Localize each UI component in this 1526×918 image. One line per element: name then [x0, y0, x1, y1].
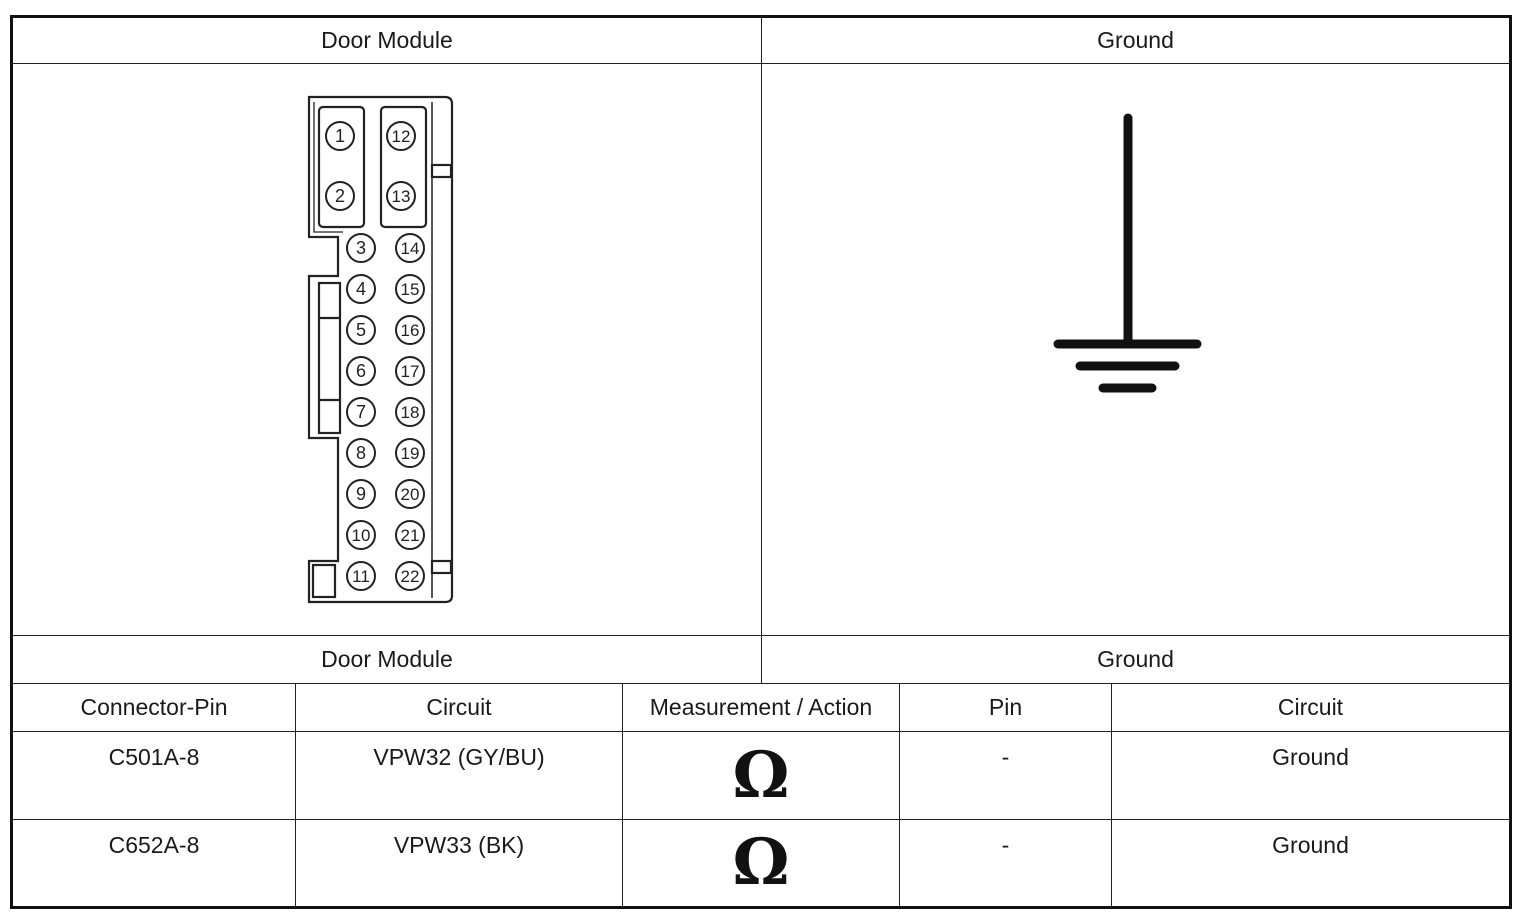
connector-pins-right: 12 13 14 15 16 17 18 19 20 21 22 [386, 121, 425, 591]
pin-circle-1 [325, 121, 355, 151]
pin-label-16: 16 [401, 321, 420, 340]
pin-circle-19 [395, 438, 425, 468]
pin-circle-20 [395, 479, 425, 509]
door-module-group-header: Door Module [321, 646, 453, 672]
pin-circle-8 [346, 438, 376, 468]
row-1-ohm-icon: Ω [623, 732, 899, 819]
ohm-icon: Ω [732, 825, 790, 900]
pin-circle-15 [395, 274, 425, 304]
column-header-pin: Pin [988, 694, 1023, 720]
pin-label-5: 5 [356, 320, 366, 340]
pin-label-8: 8 [356, 443, 366, 463]
pin-label-17: 17 [401, 362, 420, 381]
pin-circle-3 [346, 233, 376, 263]
ground-icon [1053, 113, 1202, 393]
pin-label-22: 22 [401, 567, 420, 586]
pin-label-10: 10 [352, 526, 371, 545]
ground-group-header: Ground [1097, 646, 1174, 672]
divider [13, 731, 1509, 732]
pin-circle-12 [386, 121, 416, 151]
column-header-ground-circuit: Circuit [1277, 694, 1344, 720]
pin-circle-5 [346, 315, 376, 345]
row-2-ohm-icon: Ω [623, 820, 899, 906]
pin-circle-13 [386, 181, 416, 211]
row-2-ground-circuit: Ground [1272, 832, 1349, 858]
row-1-circuit: VPW32 (GY/BU) [373, 744, 545, 770]
pin-circle-11 [346, 561, 376, 591]
row-2-pin: - [1001, 832, 1010, 858]
test-table-frame: Door Module Ground Door Module Ground Co… [10, 15, 1512, 909]
ground-header: Ground [1097, 27, 1174, 53]
pin-circle-17 [395, 356, 425, 386]
pin-circle-22 [395, 561, 425, 591]
row-1-ground-circuit: Ground [1272, 744, 1349, 770]
pin-circle-10 [346, 520, 376, 550]
pin-label-14: 14 [401, 239, 420, 258]
pin-circle-16 [395, 315, 425, 345]
pin-label-11: 11 [352, 567, 370, 586]
pin-circle-21 [395, 520, 425, 550]
pin-circle-6 [346, 356, 376, 386]
pin-label-7: 7 [356, 402, 366, 422]
pin-circle-9 [346, 479, 376, 509]
pin-label-9: 9 [356, 484, 366, 504]
column-header-connector-pin: Connector-Pin [80, 694, 228, 720]
divider [761, 18, 762, 683]
pin-circle-14 [395, 233, 425, 263]
divider [622, 683, 623, 906]
pin-label-4: 4 [356, 279, 366, 299]
pin-label-3: 3 [356, 238, 366, 258]
ohm-icon: Ω [732, 737, 790, 813]
pin-circle-4 [346, 274, 376, 304]
pin-label-19: 19 [401, 444, 420, 463]
door-module-header: Door Module [321, 27, 453, 53]
row-1-pin: - [1001, 744, 1010, 770]
pin-circle-18 [395, 397, 425, 427]
pin-circle-7 [346, 397, 376, 427]
pin-label-1: 1 [335, 126, 345, 146]
divider [1111, 683, 1112, 906]
row-2-connector-pin: C652A-8 [108, 832, 200, 858]
pin-label-15: 15 [401, 280, 420, 299]
column-header-circuit: Circuit [426, 694, 492, 720]
pin-label-12: 12 [392, 127, 411, 146]
pin-circle-2 [325, 181, 355, 211]
pin-label-21: 21 [401, 526, 420, 545]
column-header-measurement: Measurement / Action [649, 694, 873, 720]
connector-pins-left: 1 2 3 4 5 6 7 8 9 10 11 [325, 121, 376, 591]
divider [899, 683, 900, 906]
divider [13, 683, 1509, 684]
row-2-circuit: VPW33 (BK) [393, 832, 525, 858]
divider [295, 683, 296, 906]
pin-label-18: 18 [401, 403, 420, 422]
pin-label-13: 13 [392, 187, 411, 206]
pin-label-2: 2 [335, 186, 345, 206]
divider [13, 819, 1509, 820]
row-1-connector-pin: C501A-8 [108, 744, 200, 770]
pin-label-6: 6 [356, 361, 366, 381]
pin-label-20: 20 [401, 485, 420, 504]
